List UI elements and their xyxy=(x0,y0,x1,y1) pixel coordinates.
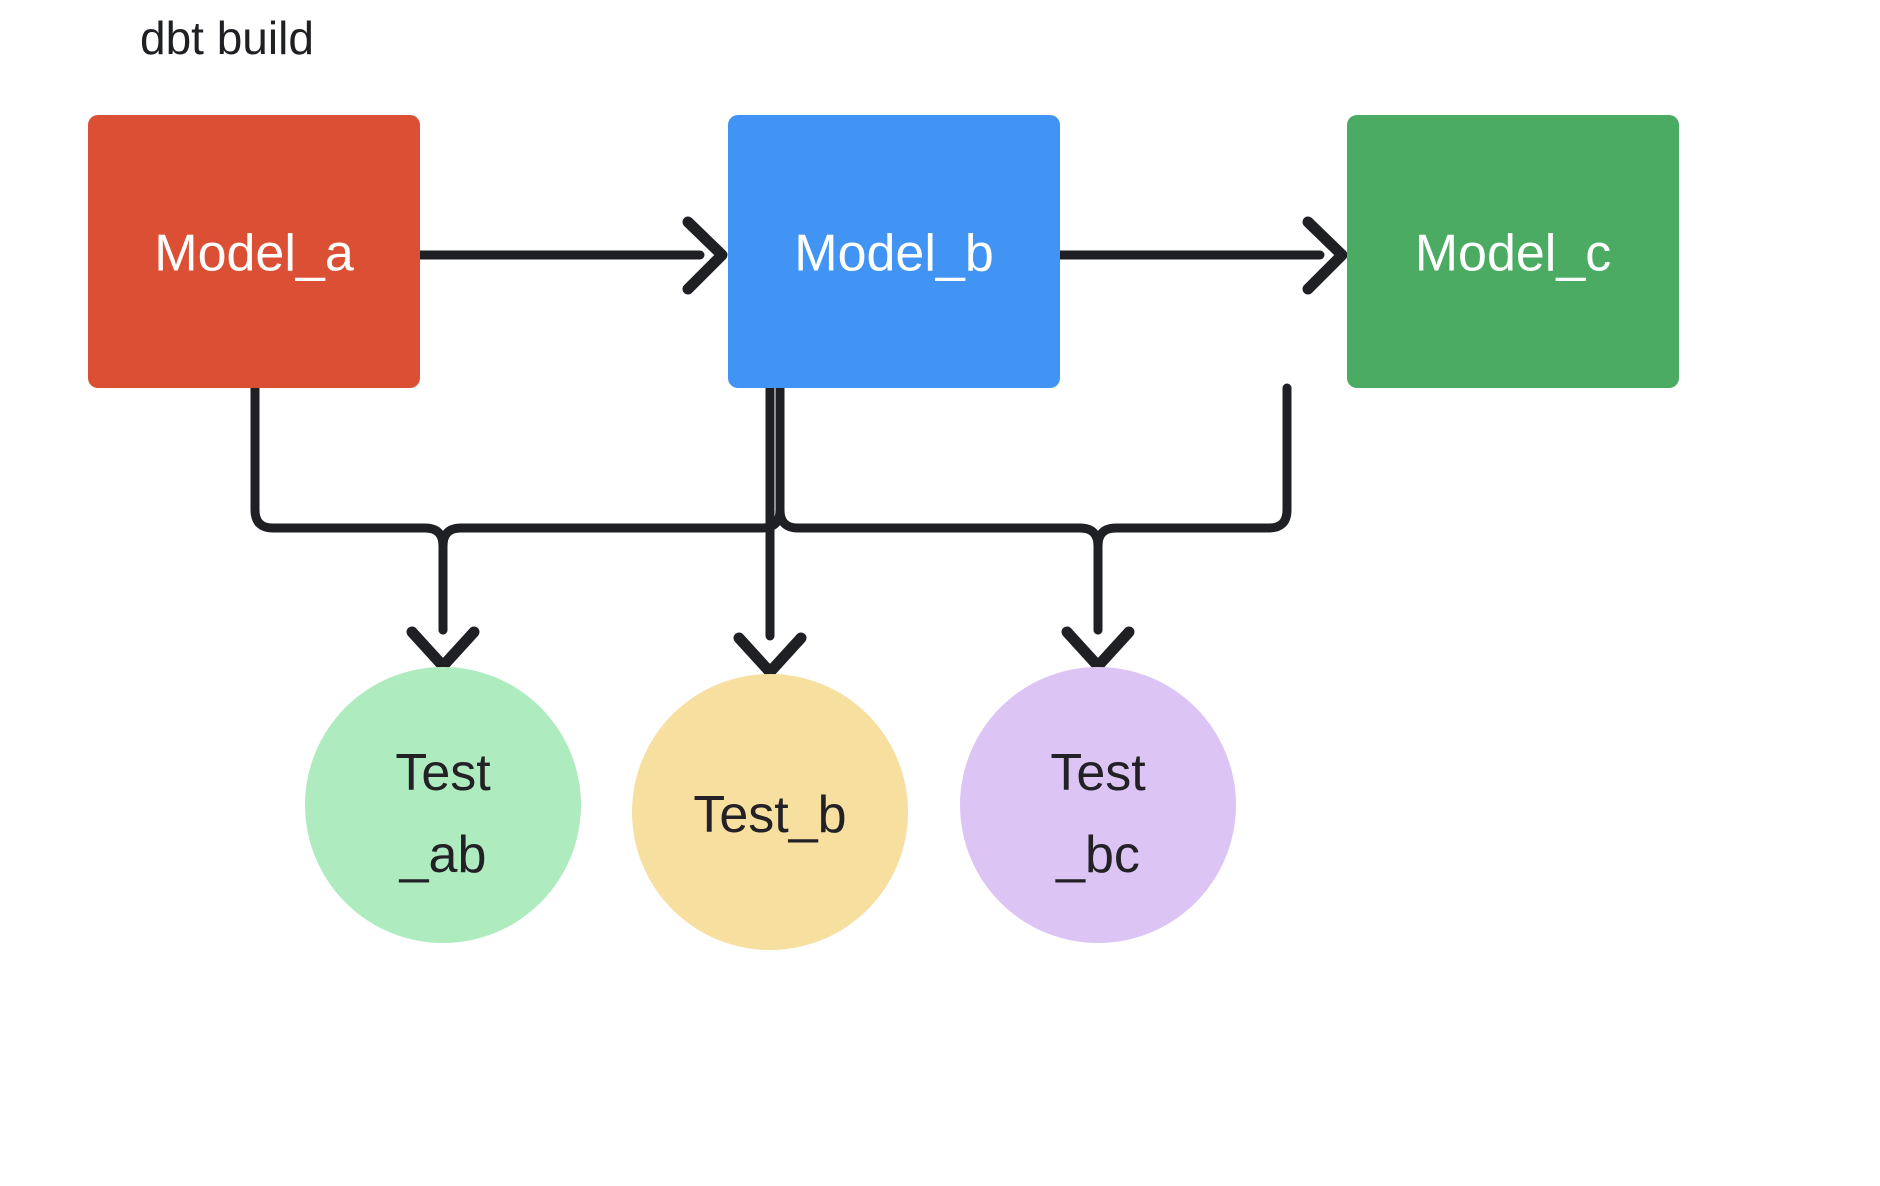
edge-model-a-to-model-b xyxy=(415,216,728,295)
test-ab-label-line1: Test xyxy=(395,744,491,802)
page-title: dbt build xyxy=(140,12,314,64)
test-ab-shape[interactable] xyxy=(305,667,581,943)
test-bc-shape[interactable] xyxy=(960,667,1236,943)
test-node-test-bc[interactable]: Test _bc xyxy=(960,667,1236,943)
model-b-label: Model_b xyxy=(794,225,993,283)
model-node-model-a[interactable]: Model_a xyxy=(88,115,420,388)
edge-model-b-to-test-bc xyxy=(775,383,1103,635)
test-b-label-line1: Test_b xyxy=(693,786,846,844)
model-c-label: Model_c xyxy=(1415,225,1612,283)
edge-model-c-to-test-bc xyxy=(1093,383,1292,635)
model-node-model-b[interactable]: Model_b xyxy=(728,115,1060,388)
test-b-shape[interactable] xyxy=(632,674,908,950)
test-node-test-ab[interactable]: Test _ab xyxy=(305,667,581,943)
test-node-test-b[interactable]: Test_b xyxy=(632,674,908,950)
arrowhead-test-ab xyxy=(406,626,480,672)
model-a-label: Model_a xyxy=(154,225,354,283)
model-c-shape[interactable] xyxy=(1347,115,1679,388)
test-ab-label-line2: _ab xyxy=(399,826,487,884)
edge-model-b-to-model-c xyxy=(1055,216,1348,295)
model-a-shape[interactable] xyxy=(88,115,420,388)
arrowhead-test-b xyxy=(733,632,807,678)
edge-model-a-to-test-ab xyxy=(250,383,448,635)
edge-model-b-to-test-ab xyxy=(438,383,785,635)
test-bc-label-line1: Test xyxy=(1050,744,1146,802)
test-bc-label-line2: _bc xyxy=(1055,826,1140,884)
edge-layer xyxy=(250,216,1348,678)
model-node-model-c[interactable]: Model_c xyxy=(1347,115,1679,388)
arrowhead-test-bc xyxy=(1061,626,1135,672)
model-b-shape[interactable] xyxy=(728,115,1060,388)
